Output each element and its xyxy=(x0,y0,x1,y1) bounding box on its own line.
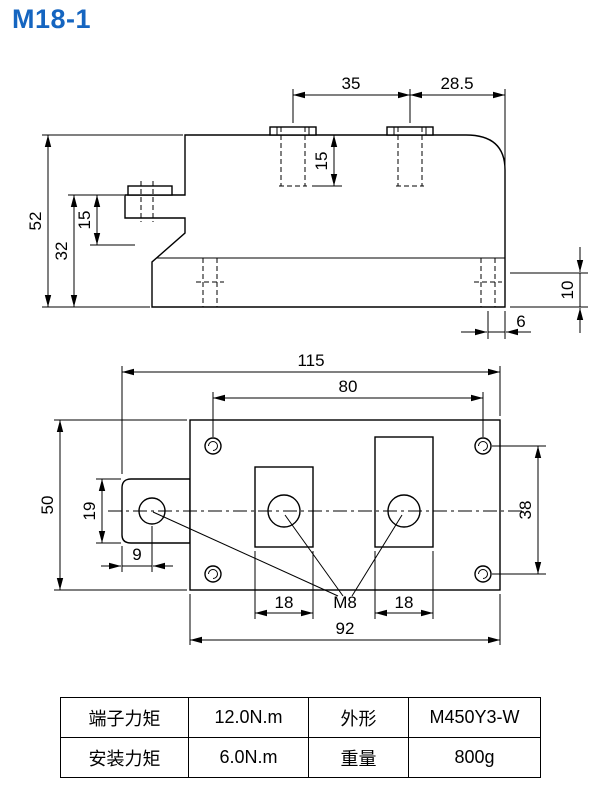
table-row: 端子力矩 12.0N.m 外形 M450Y3-W xyxy=(60,697,541,738)
dim-mount-hole-span: 38 xyxy=(516,501,535,520)
corner-mounting-holes xyxy=(204,437,492,583)
side-view xyxy=(124,126,506,308)
spec-value-mounting-torque: 6.0N.m xyxy=(188,737,309,778)
spec-value-weight: 800g xyxy=(408,737,541,778)
spec-value-terminal-torque: 12.0N.m xyxy=(188,697,309,738)
side-view-dimensions: 35 28.5 52 32 15 15 10 6 xyxy=(26,74,588,339)
dim-right-pad-width: 18 xyxy=(395,593,414,612)
spec-value-outline: M450Y3-W xyxy=(408,697,541,738)
spec-label-terminal-torque: 端子力矩 xyxy=(60,697,189,738)
terminal-block-1 xyxy=(269,126,317,187)
dim-mount-hole-pitch: 80 xyxy=(339,377,358,396)
dim-terminal-pitch: 35 xyxy=(342,74,361,93)
table-row: 安装力矩 6.0N.m 重量 800g xyxy=(60,737,541,778)
m8-leader-lines xyxy=(152,511,403,597)
dim-overall-length: 115 xyxy=(297,351,324,370)
page-title: M18-1 xyxy=(12,4,92,34)
spec-table: 端子力矩 12.0N.m 外形 M450Y3-W 安装力矩 6.0N.m 重量 … xyxy=(60,697,541,778)
dim-mount-length: 92 xyxy=(336,619,355,638)
dim-terminal-to-edge: 28.5 xyxy=(440,74,473,93)
baseplate-mounting-holes xyxy=(196,258,502,307)
side-terminal-lug xyxy=(127,181,173,222)
terminal-block-2 xyxy=(386,126,434,187)
spec-label-weight: 重量 xyxy=(308,737,409,778)
spec-label-mounting-torque: 安装力矩 xyxy=(60,737,189,778)
terminal-pad-left xyxy=(254,466,314,548)
dim-body-height: 32 xyxy=(52,242,71,261)
top-view-dimensions: 115 80 50 19 9 38 18 M8 18 92 xyxy=(38,351,546,645)
top-view xyxy=(108,419,525,597)
dim-tab-hole-offset: 9 xyxy=(132,545,141,564)
dim-thread-depth: 15 xyxy=(312,152,331,171)
thread-size-label: M8 xyxy=(333,593,357,612)
spec-label-outline: 外形 xyxy=(308,697,409,738)
module-plate-outline xyxy=(189,419,501,591)
dim-tab-offset: 15 xyxy=(75,211,94,230)
dim-tab-width: 19 xyxy=(80,502,99,521)
dim-overall-width: 50 xyxy=(38,496,57,515)
dim-overall-height: 52 xyxy=(26,212,45,231)
terminal-pad-right xyxy=(374,436,434,548)
dim-hole-to-edge: 6 xyxy=(516,312,525,331)
dim-left-pad-width: 18 xyxy=(275,593,294,612)
dim-base-step: 10 xyxy=(558,281,577,300)
